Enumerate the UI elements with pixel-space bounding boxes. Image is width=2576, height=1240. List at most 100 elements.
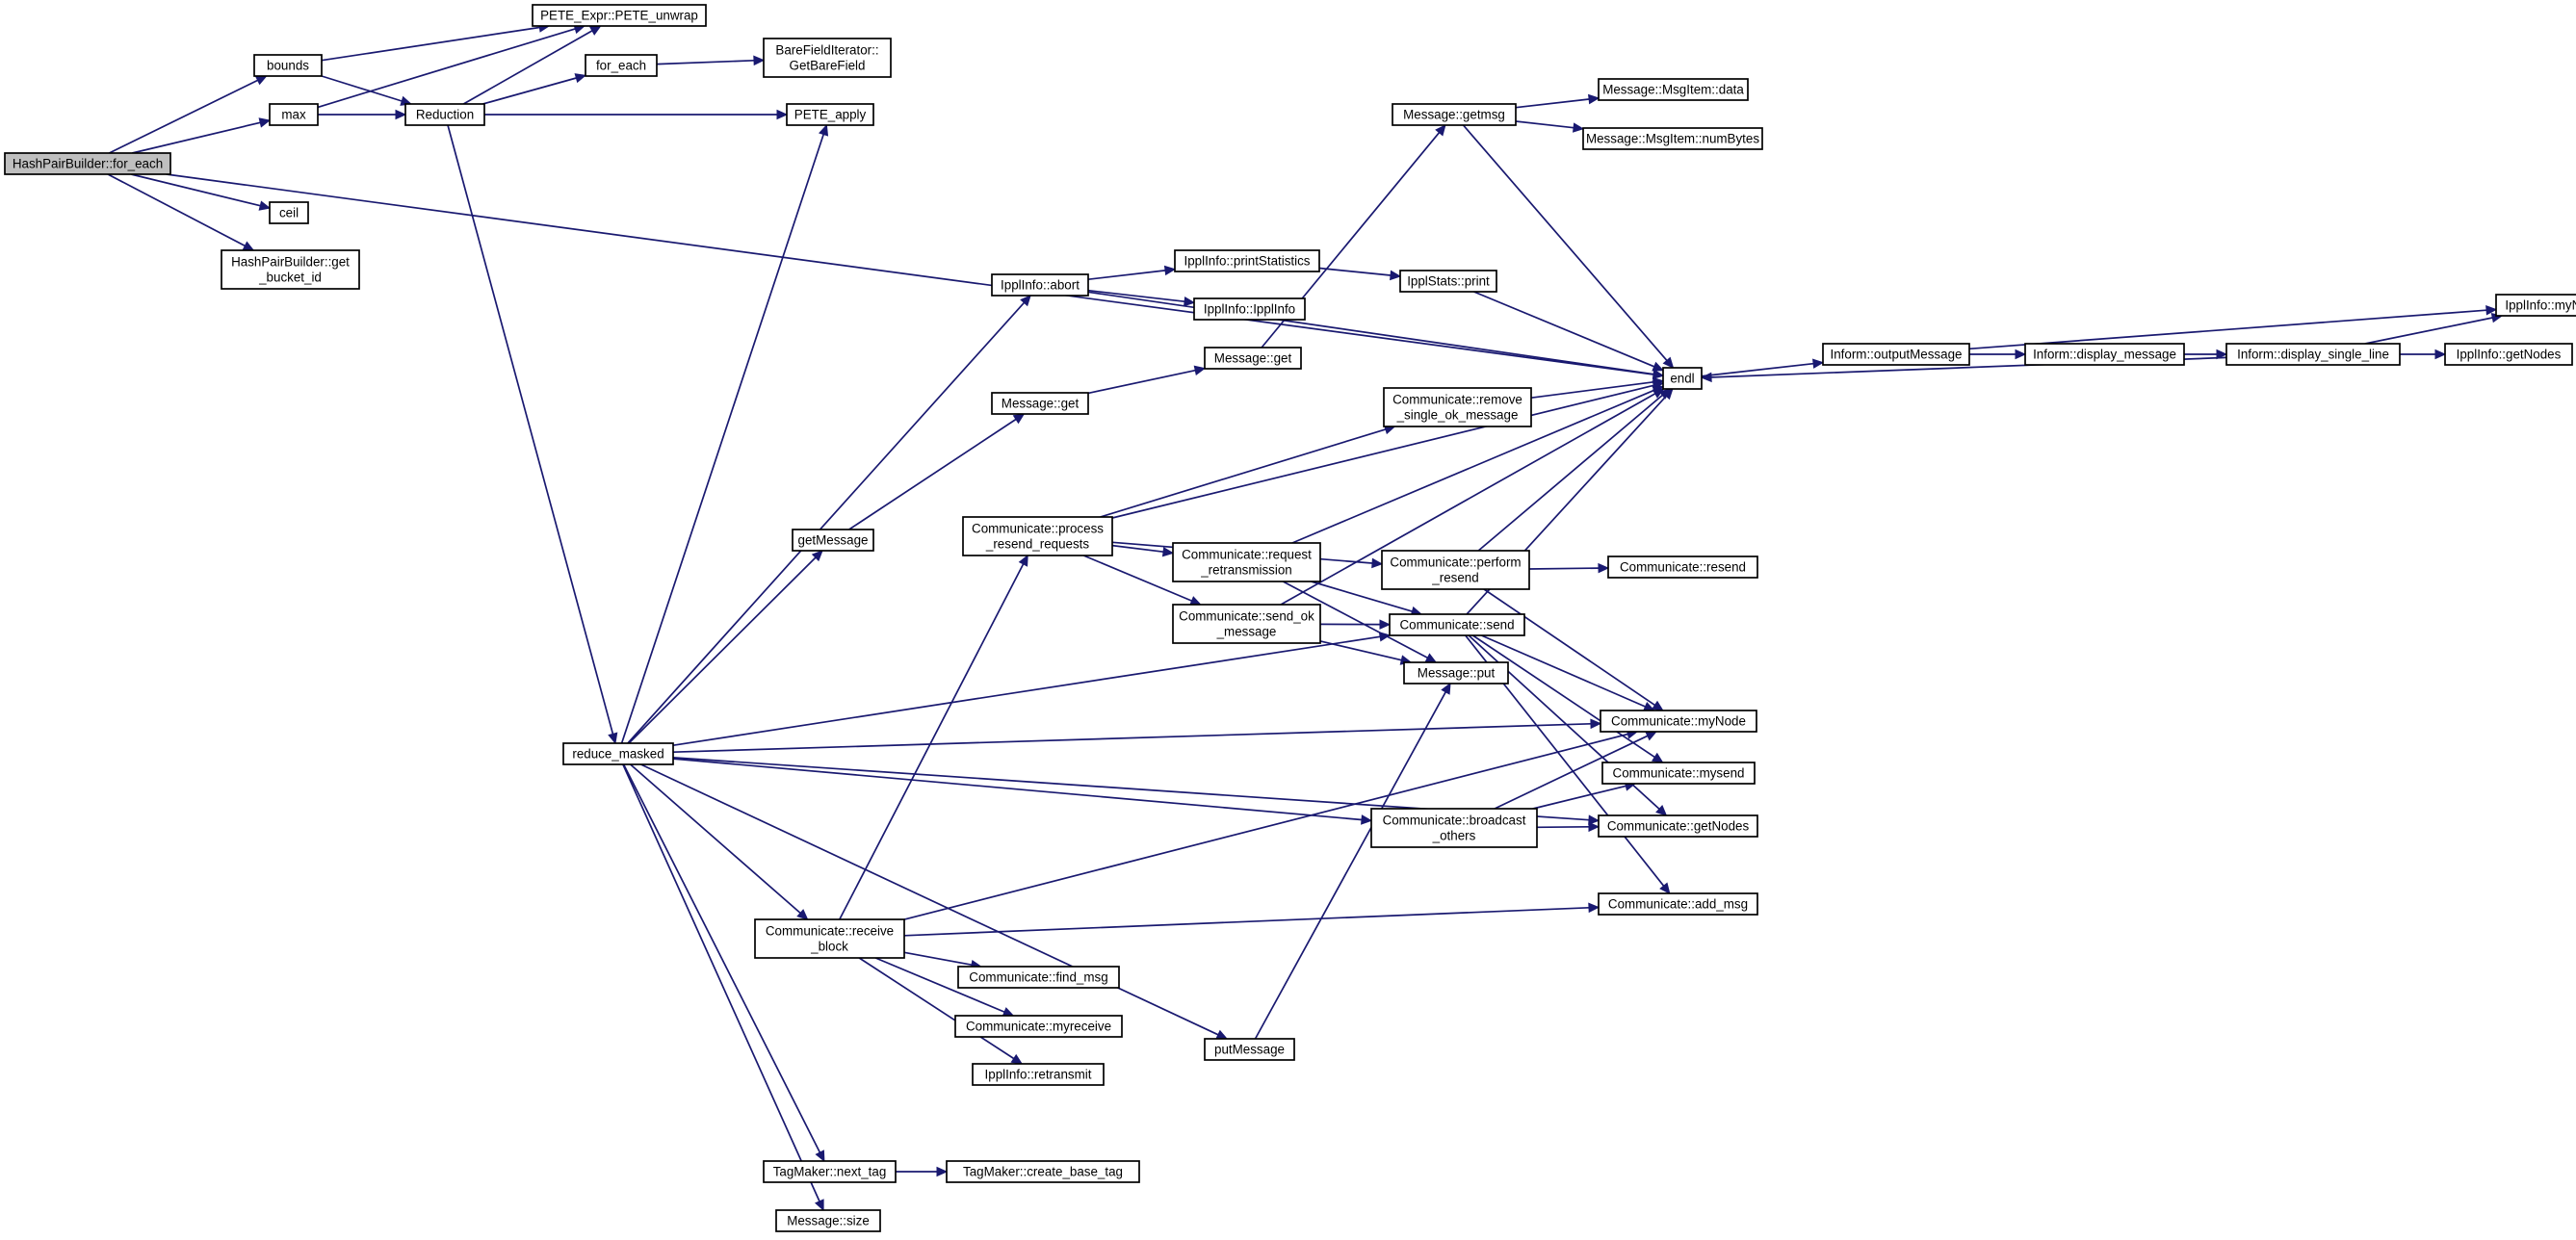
edge-line (1087, 291, 1654, 375)
edge-inform_display_line-to-ippl_getnodes (2400, 349, 2447, 360)
node-label: Communicate::find_msg (969, 970, 1107, 985)
node-label: getMessage (798, 533, 869, 548)
edge-max-to-pete_unwrap (317, 24, 586, 109)
node-label: Communicate::myreceive (966, 1020, 1111, 1034)
node-msg-size[interactable]: Message::size (775, 1209, 881, 1232)
node-box (1172, 542, 1321, 582)
node-comm-broadcast[interactable]: Communicate::broadcast_others (1370, 808, 1538, 848)
node-inform-output[interactable]: Inform::outputMessage (1822, 343, 1970, 366)
edge-line (1282, 581, 1428, 659)
node-label: IpplInfo::printStatistics (1184, 254, 1311, 269)
node-box (269, 201, 309, 224)
edge-line (321, 26, 540, 62)
node-inform-display-line[interactable]: Inform::display_single_line (2225, 343, 2401, 366)
edge-arrowhead (242, 241, 255, 251)
node-box (763, 38, 892, 78)
node-box (1174, 249, 1320, 272)
node-ippl-getnodes[interactable]: IpplInfo::getNodes (2444, 343, 2573, 366)
edge-arrowhead (1010, 1053, 1024, 1065)
node-ippl-abort[interactable]: IpplInfo::abort (991, 273, 1089, 297)
node-reduction[interactable]: Reduction (404, 103, 485, 126)
edge-hash_for_each-to-bounds (109, 75, 268, 154)
node-box (1381, 550, 1530, 590)
edge-for_each-to-bare_field (656, 55, 766, 66)
edge-line (317, 28, 576, 109)
node-comm-find-msg[interactable]: Communicate::find_msg (957, 966, 1120, 989)
node-msg-put[interactable]: Message::put (1403, 661, 1509, 685)
node-comm-request-retrans[interactable]: Communicate::request_retransmission (1172, 542, 1321, 582)
edge-put_message-to-msg_put (1254, 682, 1451, 1040)
node-label: Communicate::request (1182, 548, 1312, 562)
node-tag-create-base[interactable]: TagMaker::create_base_tag (946, 1160, 1140, 1183)
node-put-message[interactable]: putMessage (1204, 1038, 1295, 1061)
node-hash-get-bucket[interactable]: HashPairBuilder::get_bucket_id (221, 249, 360, 290)
node-label: HashPairBuilder::get (231, 255, 350, 270)
node-label: IpplStats::print (1407, 274, 1490, 289)
node-label: _resend_requests (985, 537, 1090, 552)
node-comm-myreceive[interactable]: Communicate::myreceive (954, 1015, 1123, 1038)
edge-comm_receive_block-to-comm_process_resend (839, 554, 1028, 920)
node-get-message[interactable]: getMessage (792, 529, 874, 552)
edge-line (1528, 567, 1600, 570)
node-comm-send[interactable]: Communicate::send (1389, 613, 1525, 636)
node-comm-mynode[interactable]: Communicate::myNode (1600, 710, 1757, 733)
node-ippl-retransmit[interactable]: IpplInfo::retransmit (972, 1063, 1105, 1086)
node-msg-getmsg[interactable]: Message::getmsg (1392, 103, 1517, 126)
edge-line (640, 763, 1219, 1036)
node-msgitem-numbytes[interactable]: Message::MsgItem::numBytes (1582, 127, 1763, 150)
edge-line (1082, 555, 1192, 602)
edge-arrowhead (1018, 554, 1028, 567)
node-comm-resend[interactable]: Communicate::resend (1607, 555, 1758, 579)
node-comm-perform-resend[interactable]: Communicate::perform_resend (1381, 550, 1530, 590)
node-label: for_each (596, 59, 646, 73)
edge-line (1701, 362, 1814, 377)
node-box (786, 103, 874, 126)
node-box (1204, 1038, 1295, 1061)
node-tag-next[interactable]: TagMaker::next_tag (763, 1160, 897, 1183)
node-comm-receive-block[interactable]: Communicate::receive_block (754, 918, 905, 959)
node-for-each[interactable]: for_each (585, 54, 658, 77)
node-comm-getnodes[interactable]: Communicate::getNodes (1598, 814, 1758, 838)
edge-line (1319, 640, 1402, 661)
node-inform-display-msg[interactable]: Inform::display_message (2024, 343, 2185, 366)
node-ippl-mynode[interactable]: IpplInfo::myNode (2495, 294, 2576, 317)
node-pete-apply[interactable]: PETE_apply (786, 103, 874, 126)
edge-line (1280, 393, 1656, 606)
edge-line (1111, 544, 1164, 554)
node-endl[interactable]: endl (1662, 367, 1703, 390)
node-msg-get2[interactable]: Message::get (991, 392, 1089, 415)
edge-comm_send-to-comm_mysend (1471, 634, 1664, 763)
node-reduce-masked[interactable]: reduce_masked (562, 742, 674, 765)
node-comm-send-ok[interactable]: Communicate::send_ok_message (1172, 604, 1321, 644)
edge-line (1494, 735, 1649, 810)
edge-arrowhead (1661, 388, 1674, 400)
edge-arrowhead (1002, 1007, 1015, 1017)
edge-line (1483, 588, 1655, 707)
node-ceil[interactable]: ceil (269, 201, 309, 224)
node-hash-for-each[interactable]: HashPairBuilder::for_each (4, 152, 171, 175)
edge-line (132, 121, 261, 154)
node-msg-get1[interactable]: Message::get (1204, 347, 1302, 370)
edge-arrowhead (814, 1199, 824, 1212)
node-bounds[interactable]: bounds (253, 54, 323, 77)
node-max[interactable]: max (269, 103, 319, 126)
node-label: ceil (279, 206, 299, 220)
edge-arrowhead (258, 200, 272, 211)
node-ippl-stats-print[interactable]: IpplStats::print (1399, 270, 1497, 293)
edge-arrowhead (395, 109, 407, 120)
node-comm-mysend[interactable]: Communicate::mysend (1601, 762, 1756, 785)
node-comm-remove-ok[interactable]: Communicate::remove_single_ok_message (1383, 387, 1532, 427)
node-box (269, 103, 319, 126)
node-box (972, 1063, 1105, 1086)
node-comm-add-msg[interactable]: Communicate::add_msg (1598, 892, 1758, 916)
node-box (954, 1015, 1123, 1038)
node-bare-field[interactable]: BareFieldIterator::GetBareField (763, 38, 892, 78)
node-msgitem-data[interactable]: Message::MsgItem::data (1598, 78, 1749, 101)
edge-arrowhead (1645, 731, 1657, 741)
node-ippl-print-stats[interactable]: IpplInfo::printStatistics (1174, 249, 1320, 272)
edge-arrowhead (1652, 369, 1665, 379)
node-ippl-ipplinfo[interactable]: IpplInfo::IpplInfo (1193, 297, 1306, 321)
node-pete-unwrap[interactable]: PETE_Expr::PETE_unwrap (532, 4, 707, 27)
node-comm-process-resend[interactable]: Communicate::process_resend_requests (962, 516, 1113, 556)
